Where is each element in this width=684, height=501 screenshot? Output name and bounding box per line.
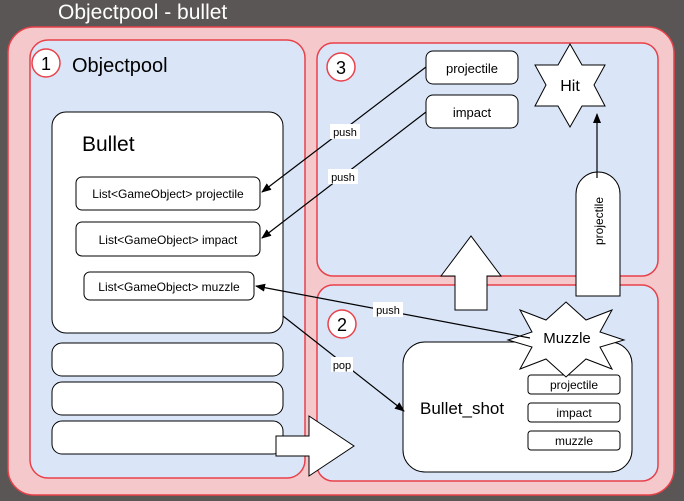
pool-slot [51,420,284,455]
block-arrow-up [440,235,502,311]
push-label-impact: push [331,172,355,184]
list-projectile-label: List<GameObject> projectile [92,187,244,201]
bullet-class-label: Bullet [82,133,135,156]
panel3-number: 3 [336,58,346,78]
shot-impact-label: impact [556,406,592,420]
projectile-tube-label: projectile [592,197,606,245]
muzzle-star-label: Muzzle [543,330,591,347]
hit-impact-box [425,94,519,129]
list-muzzle-box [83,271,255,301]
panel2-number-circle [327,309,357,339]
hit-star-shape [534,42,606,129]
shot-muzzle-box [527,430,621,451]
pool-slot [51,381,284,416]
shot-muzzle-label: muzzle [555,434,593,448]
list-impact-label: List<GameObject> impact [99,233,238,247]
pop-label: pop [333,360,351,372]
hit-projectile-label: projectile [446,61,498,76]
pool-slot [51,342,284,377]
panel2-number: 2 [337,315,347,335]
hit-impact-label: impact [453,105,492,120]
list-impact-box [75,221,261,257]
bullet-shot-label: Bullet_shot [420,399,504,418]
push-label-projectile: push [333,127,357,139]
list-muzzle-label: List<GameObject> muzzle [98,280,240,294]
push-label-muzzle: push [376,305,400,317]
hit-star-label: Hit [560,78,580,95]
block-arrow-right [275,415,355,477]
diagram-title: Objectpool - bullet [58,1,228,24]
panel1-label: Objectpool [72,55,168,77]
panel1-number: 1 [41,54,51,74]
shot-impact-box [527,402,621,423]
muzzle-star-shape [506,301,626,378]
panel3-number-circle [326,52,356,82]
projectile-tube [575,171,621,297]
shot-projectile-box [527,374,621,395]
panel1-number-circle [31,48,61,78]
shot-projectile-label: projectile [550,378,598,392]
list-projectile-box [75,176,261,211]
